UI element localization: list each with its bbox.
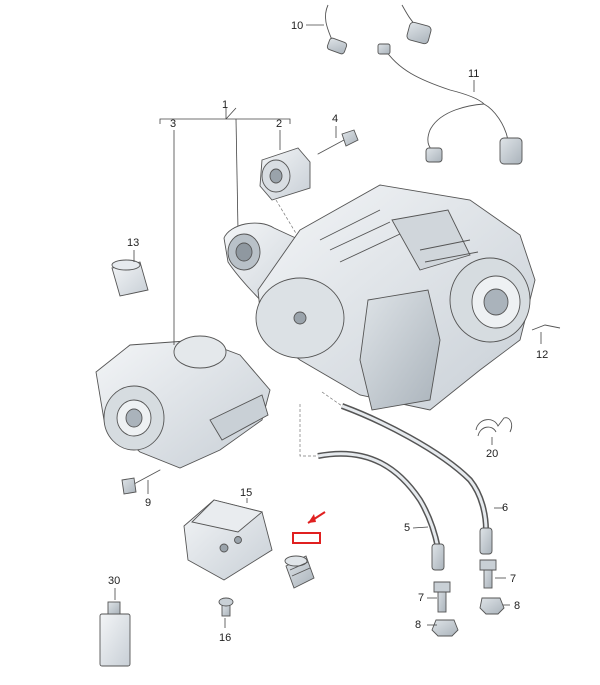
wiring-harness-10 (325, 4, 432, 55)
housing-3 (95, 335, 271, 469)
label-8-right: 8 (514, 600, 520, 612)
nut-8-right (479, 597, 505, 615)
label-7-right: 7 (510, 573, 516, 585)
label-1: 1 (222, 99, 228, 111)
label-11: 11 (468, 68, 479, 80)
plug-16 (218, 597, 234, 617)
bolt-9 (121, 469, 161, 495)
label-10: 10 (291, 20, 303, 32)
label-3: 3 (170, 118, 176, 130)
hose-6 (340, 403, 493, 555)
label-16: 16 (219, 632, 231, 644)
highlighted-part-marker (292, 511, 326, 544)
hose-5 (317, 450, 445, 571)
label-4: 4 (332, 113, 338, 125)
label-30: 30 (108, 575, 120, 587)
label-12: 12 (536, 349, 548, 361)
transfer-case-housing (223, 184, 536, 411)
oil-bottle-30 (99, 601, 131, 667)
wiring-harness-11 (377, 43, 523, 165)
bolt-7-right (479, 559, 497, 589)
label-7-left: 7 (418, 592, 424, 604)
assembly-bracket-1 (159, 107, 291, 231)
label-13: 13 (127, 237, 139, 249)
part-number-labels: 1 2 3 4 5 6 7 7 8 8 9 10 11 12 13 15 16 … (108, 20, 548, 644)
bushing-13 (111, 259, 149, 297)
mount-2 (259, 147, 311, 241)
label-9: 9 (145, 497, 151, 509)
leader-lines (114, 24, 542, 628)
bolt-7-left (433, 581, 451, 613)
clip-20 (475, 417, 513, 437)
label-5: 5 (404, 522, 410, 534)
label-2: 2 (276, 118, 282, 130)
filter-sleeve (284, 555, 315, 589)
breather-pipe-12 (531, 324, 561, 331)
label-20: 20 (486, 448, 498, 460)
label-6: 6 (502, 502, 508, 514)
label-15: 15 (240, 487, 252, 499)
label-8-left: 8 (415, 619, 421, 631)
heat-shield-15 (183, 499, 273, 581)
bolt-4 (317, 129, 359, 155)
nut-8-left (431, 619, 459, 637)
